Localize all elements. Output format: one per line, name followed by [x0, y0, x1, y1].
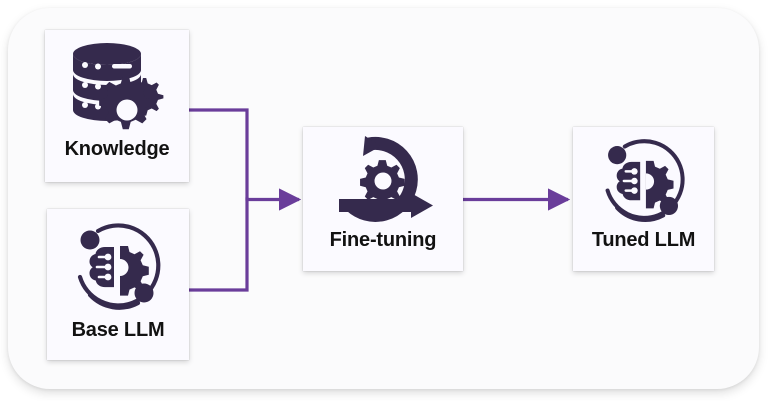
node-fine-tuning-label: Fine-tuning: [329, 229, 437, 251]
fine-tuning-icon-wrap: [303, 127, 463, 229]
node-knowledge[interactable]: Knowledge: [45, 30, 189, 182]
node-tuned-llm[interactable]: Tuned LLM: [573, 127, 714, 271]
node-knowledge-label: Knowledge: [64, 138, 170, 160]
node-tuned-llm-label: Tuned LLM: [591, 229, 696, 251]
knowledge-icon-wrap: [45, 30, 189, 140]
brain-gear-orbit-icon: [605, 139, 685, 222]
node-base-llm[interactable]: Base LLM: [47, 209, 189, 360]
base-llm-icon-wrap: [47, 209, 189, 319]
node-base-llm-label: Base LLM: [71, 319, 165, 341]
cycle-gear-arrow-icon: [339, 136, 433, 222]
database-gears-icon: [73, 43, 164, 130]
node-fine-tuning[interactable]: Fine-tuning: [303, 127, 463, 271]
brain-gear-orbit-icon: [77, 223, 161, 310]
tuned-llm-icon-wrap: [573, 127, 714, 229]
